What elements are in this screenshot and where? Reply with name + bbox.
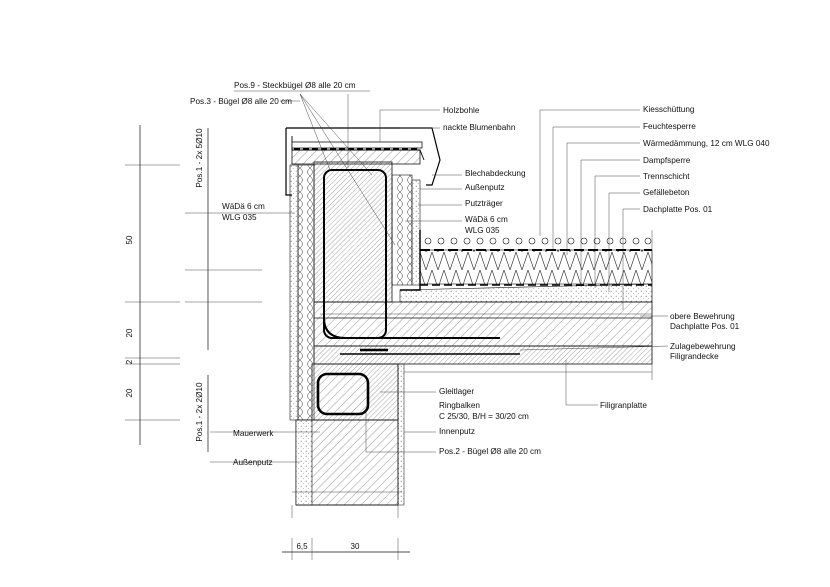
dachplatte-label: Dachplatte Pos. 01: [643, 205, 713, 214]
center-callouts: Holzbohle nackte Blumenbahn Blechabdecku…: [379, 106, 526, 235]
dampfsperre-label: Dampfsperre: [643, 156, 691, 165]
pos9-label: Pos.9 - Steckbügel Ø8 alle 20 cm: [234, 81, 356, 90]
ringbalken-label-1: Ringbalken: [439, 401, 480, 410]
ringbalken-label-2: C 25/30, B/H = 30/20 cm: [439, 412, 529, 421]
dim-30-label: 30: [351, 542, 360, 551]
roof-layer-callouts: Kiesschüttung Feuchtesperre Wärmedämmung…: [519, 105, 770, 410]
bottom-dimension-chain: 6,5 30: [282, 538, 410, 560]
left-dimension-chain: 50 20 2 20: [125, 125, 180, 445]
mauerwerk-label: Mauerwerk: [233, 429, 274, 438]
pos1-upper-label: Pos.1 - 2x 5Ø10: [195, 128, 204, 188]
obere-bewehrung-label-1: obere Bewehrung: [670, 312, 735, 321]
pos1-brackets: Pos.1 - 2x 5Ø10 Pos.1 - 2x 2Ø10: [185, 128, 295, 452]
feuchtesperre-label: Feuchtesperre: [643, 122, 696, 131]
gravel-layer: [424, 237, 652, 245]
ringbeam-callouts: Gleitlager Ringbalken C 25/30, B/H = 30/…: [365, 387, 541, 456]
waedae-left-label-2: WLG 035: [222, 213, 257, 222]
filigranplatte-label: Filigranplatte: [600, 401, 647, 410]
waedae-inner-label-2: WLG 035: [465, 226, 500, 235]
blechabdeckung-label: Blechabdeckung: [465, 169, 526, 178]
zulagebewehrung-label-2: Filigrandecke: [670, 352, 719, 361]
gefaellebeton-label: Gefällebeton: [643, 188, 690, 197]
waedae-inner-label-1: WäDä 6 cm: [465, 215, 508, 224]
aussenputz-top-label: Außenputz: [465, 183, 505, 192]
rebar-leaders: [280, 93, 396, 246]
blumenbahn-label: nackte Blumenbahn: [443, 123, 516, 132]
pos3-label: Pos.3 - Bügel Ø8 alle 20 cm: [190, 97, 292, 106]
dim-20-upper-label: 20: [125, 328, 134, 337]
dim-50-label: 50: [125, 235, 134, 244]
holzbohle-label: Holzbohle: [443, 106, 480, 115]
wall-structure: [285, 127, 653, 518]
obere-bewehrung-label-2: Dachplatte Pos. 01: [670, 322, 740, 331]
aussenputz-left-label: Außenputz: [233, 458, 273, 467]
gleitlager-label: Gleitlager: [439, 387, 474, 396]
putztraeger-label: Putzträger: [465, 199, 503, 208]
trennschicht-label: Trennschicht: [643, 172, 690, 181]
waedae-left-label-1: WäDä 6 cm: [222, 202, 265, 211]
waermedaemmung-label: Wärmedämmung, 12 cm WLG 040: [643, 139, 770, 148]
pos2-label: Pos.2 - Bügel Ø8 alle 20 cm: [439, 447, 541, 456]
kiesschuettung-label: Kiesschüttung: [643, 105, 695, 114]
dim-20-lower-label: 20: [125, 388, 134, 397]
zulagebewehrung-label-1: Zulagebewehrung: [670, 342, 736, 351]
dim-6-5-label: 6,5: [296, 542, 308, 551]
pos1-lower-label: Pos.1 - 2x 2Ø10: [195, 382, 204, 442]
innenputz-label: Innenputz: [439, 427, 475, 436]
dim-2-label: 2: [125, 359, 134, 364]
